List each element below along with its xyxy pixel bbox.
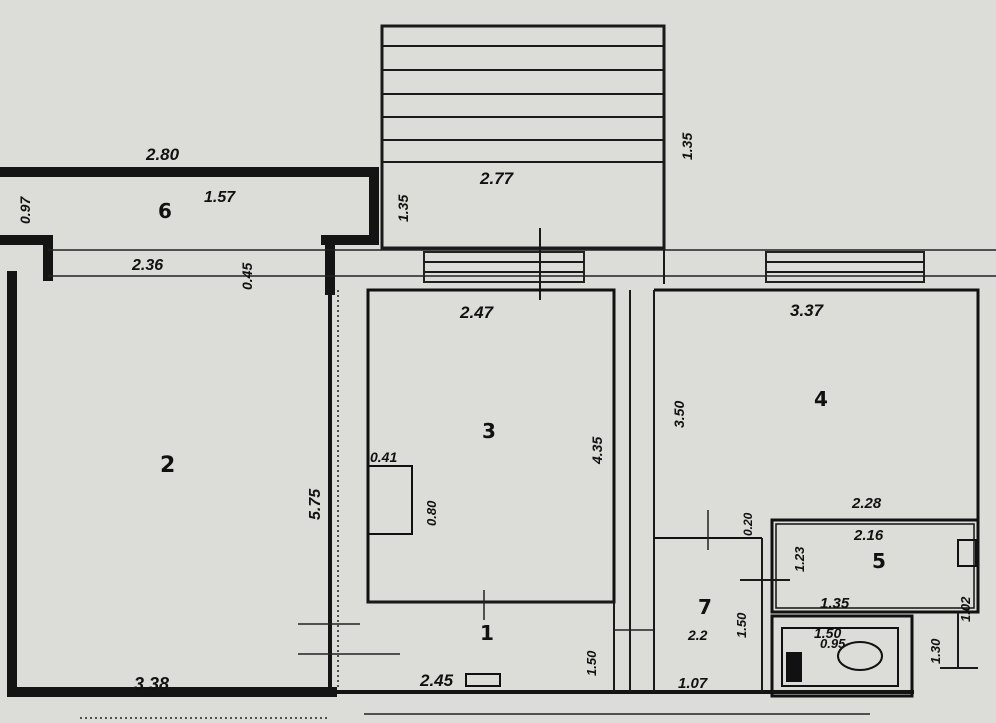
dim-label: 1.50 [814,625,841,641]
dim-label: 1.57 [204,189,236,206]
room-label-4: 4 [814,387,828,411]
corridor-room-1 [298,290,654,692]
dim-label: 0.41 [370,449,397,465]
wc-room-7 [740,538,914,698]
room-label-5: 5 [872,549,886,573]
dim-label: 1.02 [958,596,973,622]
dim-label: 3.38 [134,674,169,694]
windows [423,228,925,300]
dim-label: 2.2 [687,627,708,643]
room-labels: 6 2 3 4 5 1 7 [158,199,886,645]
dim-label: 3.50 [671,401,687,428]
dim-label: 1.50 [584,650,599,676]
dim-label: 1.35 [820,595,850,612]
dimension-labels: 2.80 0.97 1.57 1.35 2.77 1.35 2.36 0.45 … [17,133,973,694]
dim-label: 1.35 [679,133,695,160]
bottom-strip [80,673,870,719]
room-label-7: 7 [698,595,712,619]
bathroom-room-5 [770,518,980,669]
dim-label: 0.45 [239,263,255,290]
dim-label: 5.75 [307,488,324,520]
room-3-outline [337,288,616,690]
dim-label: 1.23 [792,546,807,572]
dim-label: 0.95 [820,636,846,651]
dim-label: 2.45 [419,671,454,690]
dim-label: 0.20 [741,512,755,536]
dim-label: 1.07 [678,675,708,692]
dim-label: 0.97 [17,196,33,224]
room-4-outline [653,288,980,692]
exterior-walls [7,249,996,697]
dim-label: 4.35 [589,437,605,465]
room-label-2: 2 [160,453,175,478]
dim-label: 1.30 [928,638,943,664]
dim-label: 2.36 [131,257,163,274]
dim-label: 2.47 [459,303,495,322]
dim-label: 1.35 [395,195,411,222]
dim-label: 2.16 [853,527,884,544]
dim-label: 1.50 [734,612,749,638]
room-label-6: 6 [158,199,172,223]
room-label-1: 1 [480,621,494,645]
dim-label: 0.80 [424,500,439,526]
staircase [380,24,666,250]
room-label-3: 3 [482,419,496,443]
dim-label: 3.37 [790,301,825,320]
dim-label: 2.28 [851,495,882,512]
balcony-room-6 [0,167,379,295]
dim-label: 2.77 [479,169,515,188]
dim-label: 2.80 [145,145,180,164]
